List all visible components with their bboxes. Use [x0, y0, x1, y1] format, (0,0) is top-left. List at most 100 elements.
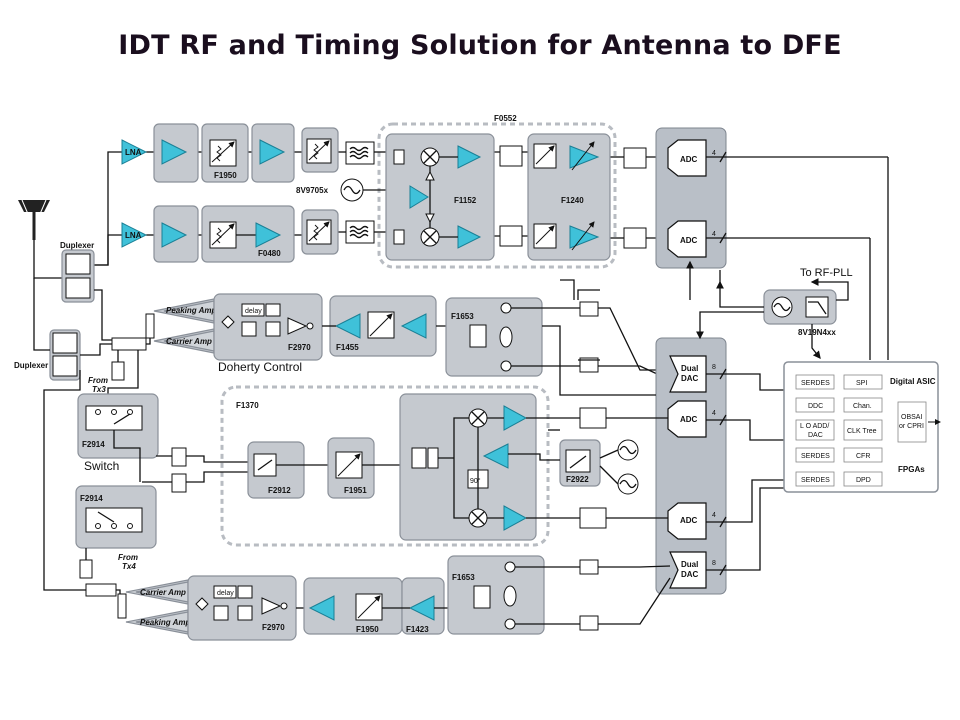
filter-adc1-icon [623, 147, 647, 169]
adc4-label: ADC [680, 516, 698, 525]
peaking-amp-top-icon [153, 298, 215, 324]
v19n4-clock-block [763, 289, 837, 325]
switch-label: Switch [84, 459, 119, 473]
f1455-block [329, 295, 437, 357]
f0552-label: F0552 [494, 114, 517, 123]
coupler-top-icon [111, 337, 147, 351]
f1950-top-label: F1950 [214, 171, 237, 180]
filter-tx-bot-a [579, 559, 599, 575]
f1370-demod-block [399, 393, 537, 541]
delay-top-label: delay [245, 308, 262, 315]
f1653-bot-block [447, 555, 545, 635]
f2914-bot-block [75, 485, 157, 549]
asic-chan: Chan. [853, 403, 872, 410]
f0480-block [201, 205, 295, 263]
f1423-label: F1423 [406, 625, 429, 634]
coupler-bot-icon [85, 583, 117, 597]
f2914-top-block [77, 393, 159, 459]
v9705-oscillator-icon [340, 178, 394, 202]
bus-4-c: 4 [712, 410, 716, 417]
carrier-amp-top-label: Carrier Amp [166, 337, 212, 346]
f1653-top-label: F1653 [451, 312, 474, 321]
asic-serdes-1: SERDES [801, 380, 830, 387]
asic-serdes-2: SERDES [801, 453, 830, 460]
f1951-block [327, 437, 375, 499]
fpgas-label: FPGAs [898, 465, 925, 474]
adc3-shape [667, 400, 707, 438]
filter-tx-top-a [579, 301, 599, 317]
bus-8-b: 8 [712, 560, 716, 567]
asic-serdes-3: SERDES [801, 477, 830, 484]
carrier-amp-bot-label: Carrier Amp [140, 588, 186, 597]
lna-bottom-label: LNA [125, 231, 142, 240]
f1653-top-block [445, 297, 543, 377]
filter-obs-a [579, 407, 607, 429]
f1951-label: F1951 [344, 486, 367, 495]
filter-r1-icon [345, 141, 375, 165]
amp-block-r2-a [153, 205, 199, 263]
lna-top-icon [121, 139, 148, 165]
f1455-label: F1455 [336, 343, 359, 352]
bus-4-a: 4 [712, 150, 716, 157]
dual-dac-bot-line2: DAC [681, 570, 699, 579]
from-tx4-line2: Tx4 [122, 562, 136, 571]
combiner-top-icon [145, 313, 155, 339]
dual-dac-top-shape [669, 355, 707, 393]
f2922-block [559, 439, 601, 487]
adc4-shape [667, 502, 707, 540]
ninety-degree-label: 90° [470, 477, 481, 485]
peaking-amp-top-label: Peaking Amp [166, 306, 216, 315]
from-tx3-line2: Tx3 [92, 385, 106, 394]
f2970-top-label: F2970 [288, 343, 311, 352]
filter-r2-icon [345, 220, 375, 244]
peaking-amp-bot-label: Peaking Amp [140, 618, 190, 627]
f2914-top-label: F2914 [82, 440, 105, 449]
f2912-label: F2912 [268, 486, 291, 495]
bus-4-d: 4 [712, 512, 716, 519]
asic-obsai: OBSAI [901, 414, 922, 421]
asic-ddc: DDC [808, 403, 823, 410]
dual-dac-top-line1: Dual [681, 364, 698, 373]
f1370-label: F1370 [236, 401, 259, 410]
adc1-label: ADC [680, 155, 698, 164]
asic-dac: DAC [808, 432, 823, 439]
filter-tx-top-b [579, 357, 599, 373]
asic-clk-tree: CLK Tree [847, 428, 877, 435]
duplexer-top-block [61, 249, 95, 303]
antenna-icon [18, 199, 50, 240]
from-tx4-line1: From [118, 553, 138, 562]
f1152-label: F1152 [454, 196, 477, 205]
adc2-shape [667, 220, 707, 258]
f2914-bot-label: F2914 [80, 494, 103, 503]
to-rf-pll-label: To RF-PLL [800, 267, 853, 279]
asic-lo-add: L O ADD/ [800, 423, 829, 430]
attenuator-obs-a [171, 447, 187, 467]
f2922-label: F2922 [566, 475, 589, 484]
adc2-label: ADC [680, 236, 698, 245]
asic-spi: SPI [856, 380, 867, 387]
f1370-group-outline [220, 385, 550, 547]
from-tx3-line1: From [88, 376, 108, 385]
asic-cpri: or CPRI [899, 423, 924, 430]
f1653-bot-label: F1653 [452, 573, 475, 582]
f2970-bot-block [187, 575, 297, 641]
adc1-shape [667, 139, 707, 177]
duplexer-top-label: Duplexer [60, 241, 94, 250]
lna-bottom-icon [121, 222, 148, 248]
lna-top-label: LNA [125, 148, 142, 157]
amp-block-r1-b [251, 123, 295, 183]
doherty-control-label: Doherty Control [218, 360, 302, 374]
amp-block-r1-a [153, 123, 199, 183]
f1950-top-block [201, 123, 249, 183]
f0552-group-outline [377, 122, 617, 269]
attenuator-obs-b [171, 473, 187, 493]
duplexer-left-block [49, 329, 81, 381]
adc3-label: ADC [680, 415, 698, 424]
f2970-bot-label: F2970 [262, 623, 285, 632]
page-title: IDT RF and Timing Solution for Antenna t… [118, 30, 842, 61]
digital-asic-label: Digital ASIC [890, 377, 936, 386]
bus-4-b: 4 [712, 231, 716, 238]
duplexer-left-label: Duplexer [14, 361, 48, 370]
delay-bot-label: delay [217, 590, 234, 597]
filter-tx-bot-b [579, 615, 599, 631]
